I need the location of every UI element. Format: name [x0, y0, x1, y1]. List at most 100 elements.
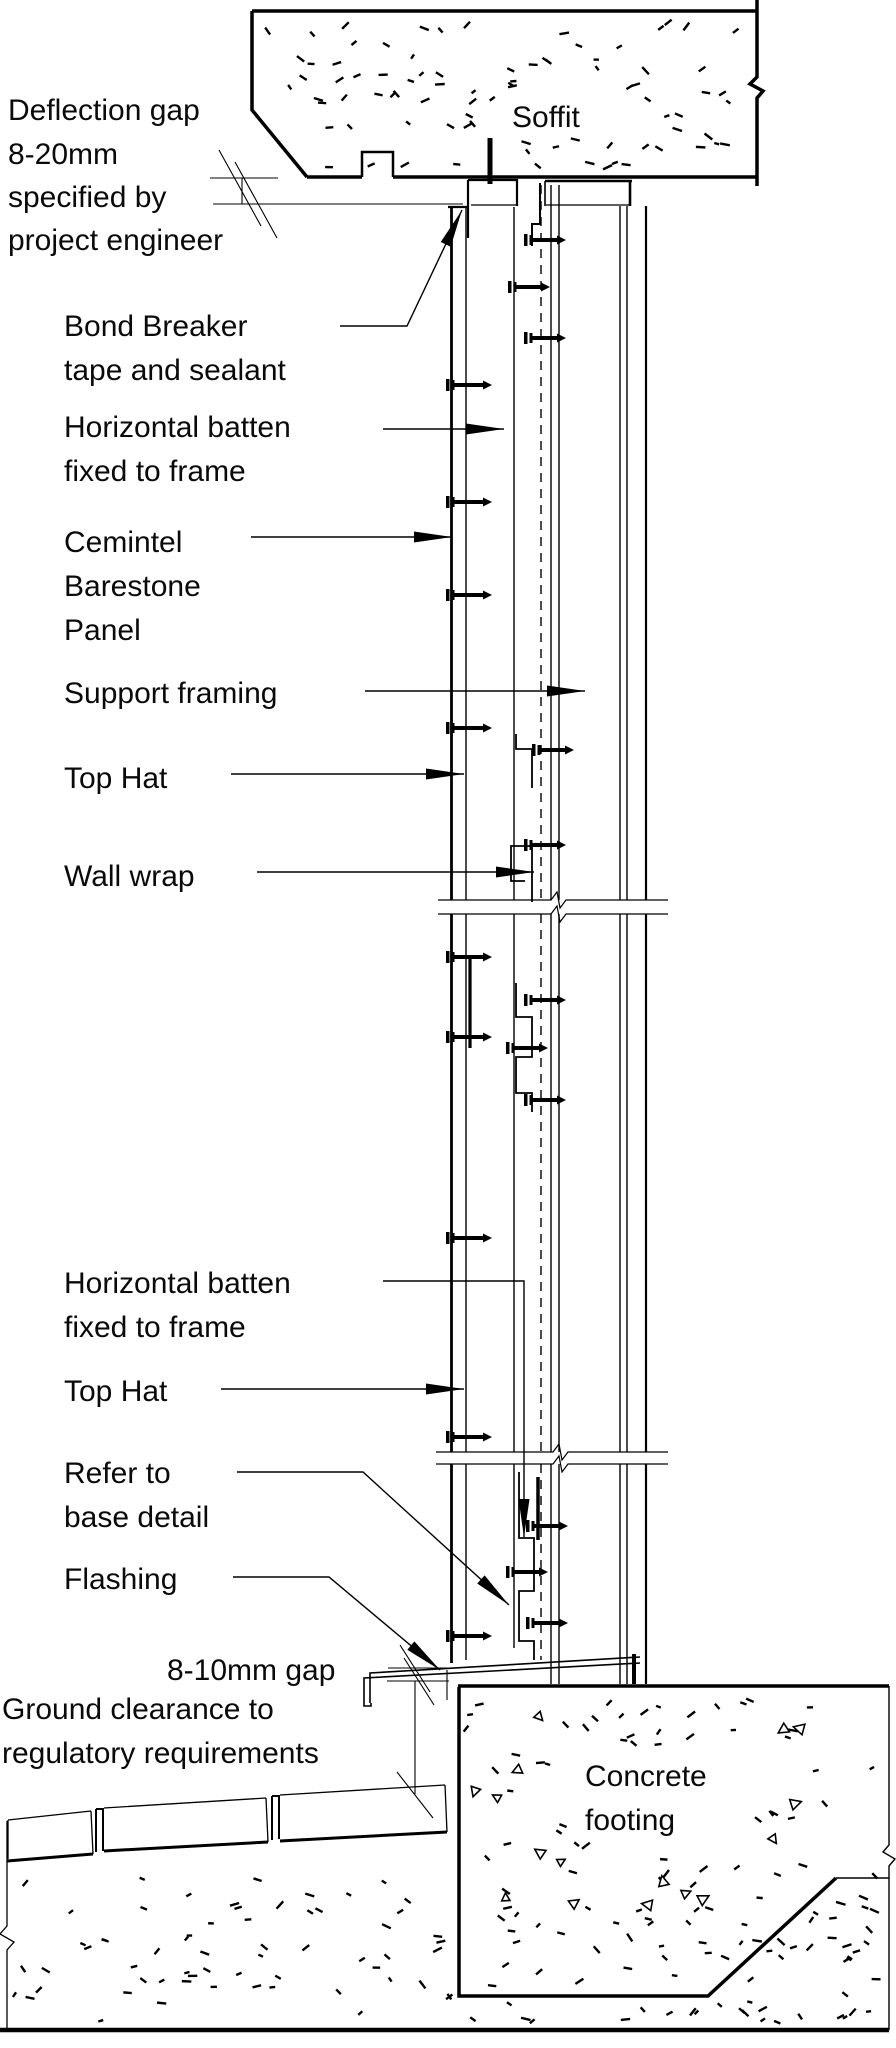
paver-joint [95, 1808, 104, 1852]
stipple-dash [139, 1977, 148, 1984]
stipple-dash [298, 74, 308, 81]
stipple-dash [685, 1919, 692, 1926]
stipple-dash [662, 1869, 670, 1878]
stipple-dash [202, 1967, 211, 1973]
stipple-dash [718, 90, 727, 97]
stipple-dash [158, 1978, 165, 1984]
batten-profile-1 [515, 734, 533, 788]
callout-support-framing: Support framing [64, 677, 277, 710]
stipple-dash [660, 1857, 668, 1861]
stipple-dash [418, 1979, 427, 1990]
stipple-dash [529, 2018, 536, 2025]
stipple-dash [325, 126, 334, 129]
stipple-dash [842, 1943, 852, 1949]
callout-cemintel-1: Cemintel [64, 526, 182, 559]
leader-lines [221, 209, 585, 1671]
stipple-dash [842, 2014, 848, 2020]
stipple-dash [296, 55, 305, 63]
stipple-dash [301, 1944, 310, 1952]
stipple-dash [821, 1800, 829, 1808]
leader-arrowhead [440, 210, 462, 247]
screw-fastener [524, 234, 566, 246]
screw-fastener [446, 496, 492, 508]
stipple-dash [561, 1720, 570, 1729]
stipple-dash [661, 1954, 669, 1961]
stipple-dash [234, 1905, 243, 1911]
stipple-dash [644, 1917, 653, 1921]
stipple-dash [654, 145, 664, 152]
aggregate-triangle [555, 1858, 567, 1869]
stipple-dash [655, 1728, 662, 1736]
stipple-dash [773, 2019, 781, 2025]
callout-h-batten-lower-1: Horizontal batten [64, 1267, 291, 1300]
stipple-dash [584, 1905, 592, 1911]
stipple-dash [695, 145, 706, 149]
stipple-dash [846, 1956, 852, 1962]
stipple-dash [436, 1939, 446, 1944]
stipple-dash [841, 1991, 849, 1998]
soil-stipple [11, 1876, 881, 2025]
screw-fastener [446, 951, 492, 963]
stipple-dash [773, 1872, 782, 1878]
stipple-dash [663, 113, 670, 119]
label-soffit: Soffit [512, 101, 580, 134]
stipple-dash [287, 84, 293, 91]
leader-arrowhead [518, 1499, 530, 1537]
stipple-dash [812, 1768, 819, 1773]
aggregate-triangle [766, 1832, 778, 1845]
aggregate-triangle [788, 1798, 803, 1812]
stipple-dash [812, 1910, 819, 1916]
callout-bond-breaker-1: Bond Breaker [64, 310, 247, 343]
paver-2-base [103, 1840, 269, 1853]
stipple-dash [685, 1732, 695, 1741]
leader-arrowhead [496, 866, 534, 878]
stipple-dash [350, 39, 358, 46]
stipple-dash [842, 1958, 849, 1963]
stipple-dash [606, 141, 614, 150]
stipple-dash [863, 1940, 870, 1946]
stipple-dash [257, 1953, 264, 1958]
callout-cemintel-3: Panel [64, 614, 141, 647]
break-line [438, 890, 668, 910]
callout-ground-clearance-2: regulatory requirements [2, 1737, 319, 1770]
stipple-dash [497, 1914, 506, 1922]
screw-fastener [508, 281, 550, 293]
stipple-dash [507, 1929, 516, 1933]
stipple-dash [534, 162, 542, 170]
stipple-dash [345, 1892, 352, 1897]
stipple-dash [639, 2006, 646, 2013]
stipple-dash [752, 1938, 763, 1943]
stipple-dash [657, 24, 665, 31]
stipple-dash [253, 1877, 263, 1883]
stipple-dash [252, 1984, 262, 1989]
stipple-dash [641, 143, 650, 150]
stipple-dash [725, 99, 732, 105]
stipple-dash [592, 1945, 601, 1954]
stipple-dash [733, 1864, 741, 1871]
stipple-dash [185, 1892, 192, 1898]
stipple-dash [835, 1900, 846, 1906]
paver-joint [271, 1795, 280, 1840]
stipple-dash [335, 76, 344, 84]
stipple-dash [506, 67, 515, 73]
stipple-dash [869, 1907, 880, 1914]
stipple-dash [521, 140, 532, 146]
stipple-dash [512, 1939, 521, 1945]
stipple-dash [639, 1708, 649, 1716]
stipple-dash [605, 1699, 613, 1707]
stipple-dash [83, 1945, 92, 1951]
aggregate-triangle [532, 1709, 544, 1722]
stipple-dash [506, 2001, 513, 2007]
stipple-dash [535, 1761, 546, 1765]
stipple-dash [739, 1701, 747, 1706]
stipple-dash [623, 1966, 633, 1971]
stipple-dash [704, 1906, 714, 1912]
stipple-dash [664, 18, 673, 27]
stipple-dash [805, 1943, 814, 1952]
soffit-block: Soffit [250, 0, 766, 186]
section-break-lines [436, 890, 668, 1474]
stipple-dash [19, 1965, 27, 1973]
stipple-dash [698, 65, 707, 73]
aggregate-triangle [657, 1873, 671, 1888]
stipple-dash [483, 1854, 491, 1862]
